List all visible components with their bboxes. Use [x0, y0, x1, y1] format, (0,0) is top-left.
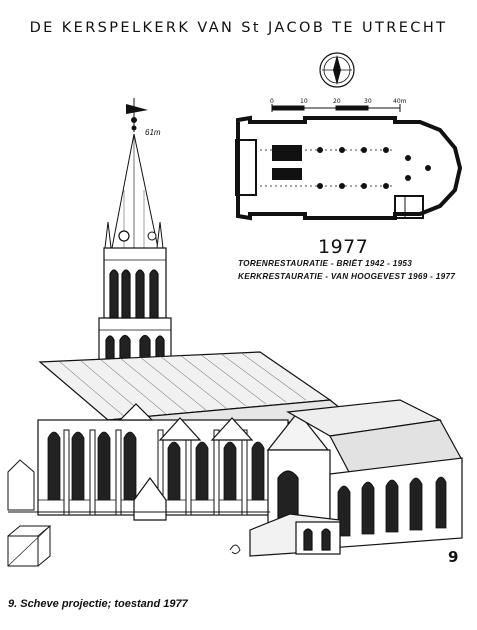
compass-rose-icon [319, 52, 355, 88]
choir-windows [337, 476, 447, 537]
credit-church-restoration: KERKRESTAURATIE - VAN HOOGEVEST 1969 - 1… [238, 272, 456, 281]
scale-label-0: 0 [270, 98, 274, 105]
buttresses [63, 429, 248, 516]
left-annex [7, 459, 35, 511]
scale-bar [271, 104, 401, 112]
nave-windows [47, 431, 265, 501]
scale-label-40m: 40m [393, 98, 407, 105]
figure-caption: 9. Scheve projectie; toestand 1977 [8, 598, 188, 610]
floor-plan [235, 115, 463, 221]
plan-piers [317, 147, 431, 189]
artist-signature [229, 544, 241, 555]
credit-tower-restoration: TORENRESTAURATIE - BRIËT 1942 - 1953 [238, 259, 413, 268]
projection-cube-icon [7, 525, 52, 567]
side-chapel [249, 513, 341, 557]
scale-label-10: 10 [300, 98, 308, 105]
gables [118, 403, 254, 521]
page-title: DE KERSPELKERK VAN St JACOB TE UTRECHT [29, 20, 448, 36]
weathervane-icon [126, 98, 148, 132]
plate-number: 9 [448, 548, 459, 566]
scale-label-20: 20 [333, 98, 341, 105]
tower-spire [104, 133, 164, 249]
tower-height-label: 61m [145, 128, 161, 137]
roof-hatching [59, 351, 307, 419]
scale-label-30: 30 [364, 98, 372, 105]
plan-year: 1977 [318, 236, 369, 258]
